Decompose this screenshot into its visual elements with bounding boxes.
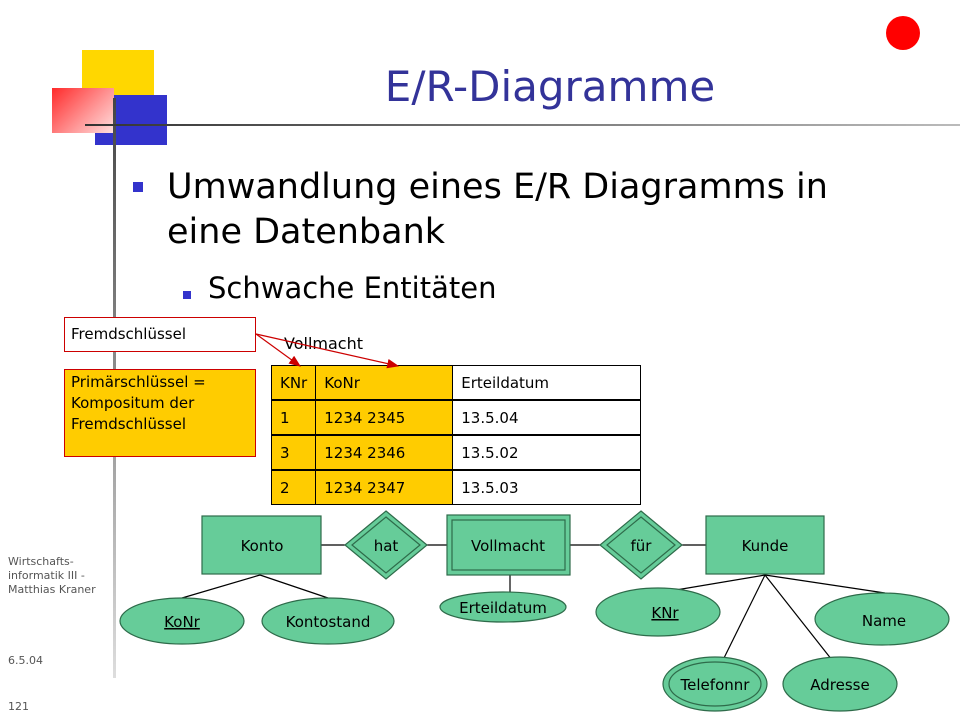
attribute-kontostand: Kontostand [261, 597, 395, 645]
connector-line [764, 574, 833, 661]
footer-author: Wirtschafts-informatik III - Matthias Kr… [8, 555, 96, 596]
table-cell: 13.5.03 [452, 469, 641, 505]
slide-title: E/R-Diagramme [384, 62, 716, 111]
bullet-sub: Schwache Entitäten [208, 271, 497, 305]
relationship-hat: hat [344, 510, 428, 580]
bullet-main: Umwandlung eines E/R Diagramms in eine D… [167, 167, 828, 252]
table-row: 2 1234 2347 13.5.03 [270, 469, 641, 505]
attribute-adresse-label: Adresse [810, 676, 869, 694]
connector-line [722, 574, 766, 661]
table-row: 3 1234 2346 13.5.02 [270, 434, 641, 471]
note-primary-key: Primärschlüssel = Kompositum der Fremdsc… [64, 369, 256, 457]
attribute-konr-label: KoNr [164, 613, 200, 631]
relationship-fuer-label: für [631, 537, 653, 555]
table-cell: 2 [270, 469, 317, 505]
attribute-name-label: Name [862, 612, 906, 630]
arrow-to-knr [255, 333, 301, 367]
attribute-erteildatum: Erteildatum [439, 591, 567, 623]
entity-konto-label: Konto [241, 537, 284, 555]
table-cell: 13.5.04 [452, 399, 641, 436]
decor-horizontal-line [85, 124, 960, 126]
page-number: 121 [8, 700, 29, 713]
connector-line [675, 574, 766, 591]
entity-vollmacht-weak: Vollmacht [446, 514, 571, 576]
entity-kunde-label: Kunde [742, 537, 789, 555]
connector-line [764, 574, 886, 594]
entity-kunde: Kunde [705, 515, 825, 575]
attribute-name: Name [814, 592, 950, 646]
connector-line [259, 574, 329, 599]
footer-date: 6.5.04 [8, 654, 43, 667]
table-header-row: KNr KoNr Erteildatum [270, 365, 641, 401]
relationship-fuer: für [599, 510, 683, 580]
attribute-telefonnr-label: Telefonnr [680, 676, 751, 694]
attribute-telefonnr-multivalued: Telefonnr [662, 656, 768, 712]
bullet-square-icon [183, 291, 191, 299]
attribute-knr-label: KNr [651, 604, 679, 622]
table-cell: 1234 2346 [315, 434, 454, 471]
table-header-cell: KoNr [315, 365, 454, 401]
table-cell: 1234 2345 [315, 399, 454, 436]
attribute-konr: KoNr [119, 597, 245, 645]
table-row: 1 1234 2345 13.5.04 [270, 399, 641, 436]
bullet-square-icon [133, 182, 143, 192]
arrow-to-konr [255, 333, 400, 369]
table-title: Vollmacht [284, 334, 363, 353]
vollmacht-table: KNr KoNr Erteildatum 1 1234 2345 13.5.04… [270, 365, 641, 505]
table-header-cell: KNr [270, 365, 317, 401]
relationship-hat-label: hat [374, 537, 399, 555]
attribute-knr: KNr [595, 587, 721, 637]
note-foreign-key: Fremdschlüssel [64, 317, 256, 352]
attribute-adresse: Adresse [782, 656, 898, 712]
attribute-erteildatum-label: Erteildatum [459, 599, 547, 617]
entity-konto: Konto [201, 515, 322, 575]
entity-vollmacht-label: Vollmacht [471, 537, 545, 555]
table-cell: 3 [270, 434, 317, 471]
table-cell: 1234 2347 [315, 469, 454, 505]
attribute-kontostand-label: Kontostand [286, 613, 371, 631]
red-dot-icon [886, 16, 920, 50]
connector-line [181, 574, 261, 599]
